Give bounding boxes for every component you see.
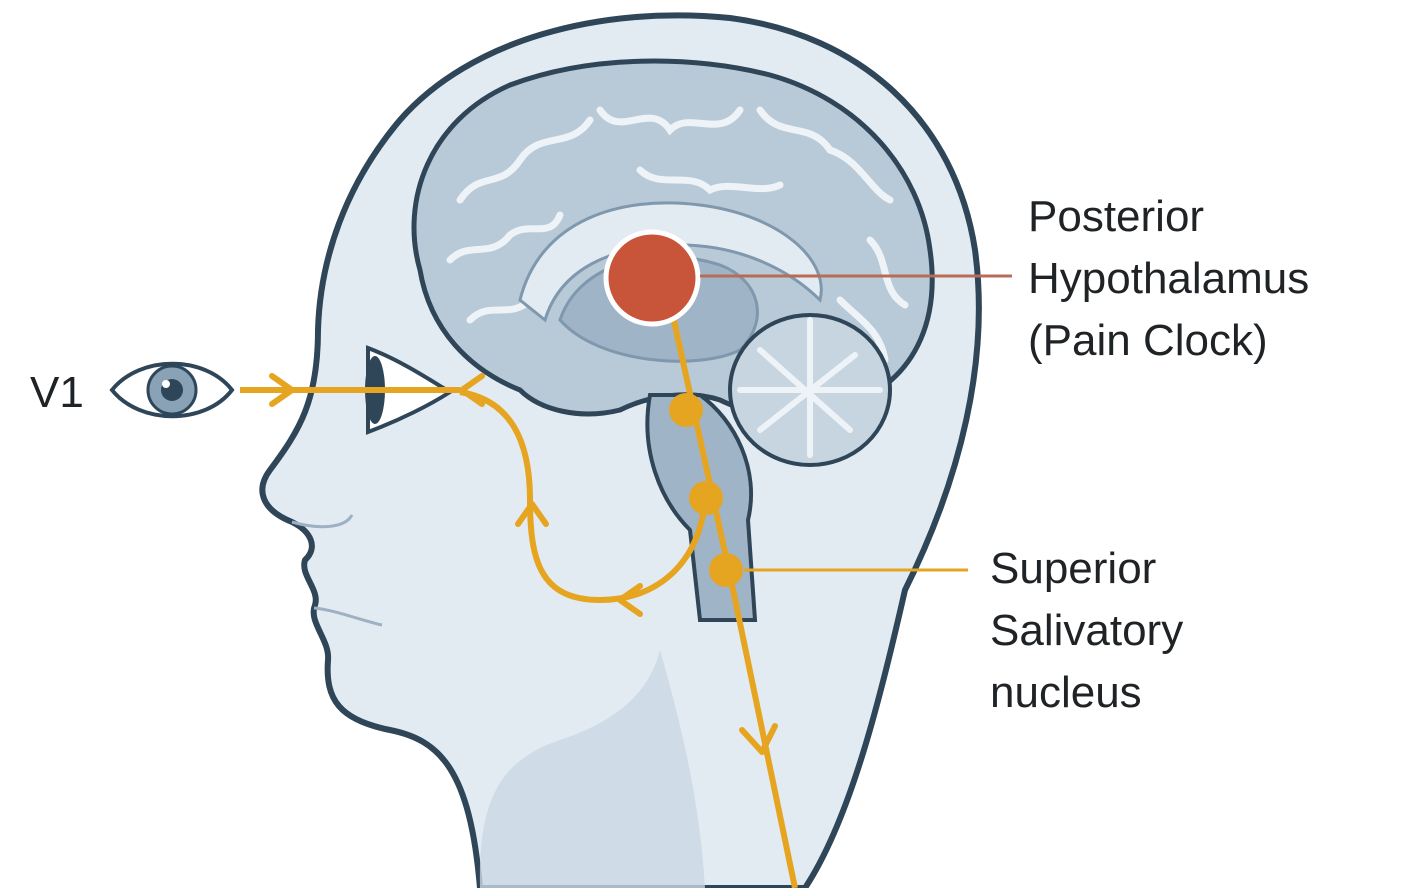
pathway-node — [689, 481, 723, 515]
v1-label: V1 — [30, 362, 84, 424]
eye-icon — [112, 364, 232, 417]
label-line: (Pain Clock) — [1028, 310, 1309, 372]
superior-salivatory-nucleus-label: Superior Salivatory nucleus — [990, 538, 1183, 724]
label-line: Superior — [990, 538, 1183, 600]
label-line: nucleus — [990, 662, 1183, 724]
posterior-hypothalamus-label: Posterior Hypothalamus (Pain Clock) — [1028, 186, 1309, 372]
pathway-node — [669, 393, 703, 427]
label-line: Posterior — [1028, 186, 1309, 248]
label-line: Salivatory — [990, 600, 1183, 662]
label-line: Hypothalamus — [1028, 248, 1309, 310]
cerebellum — [730, 315, 890, 465]
superior-salivatory-node — [709, 553, 743, 587]
posterior-hypothalamus-node — [606, 232, 698, 324]
